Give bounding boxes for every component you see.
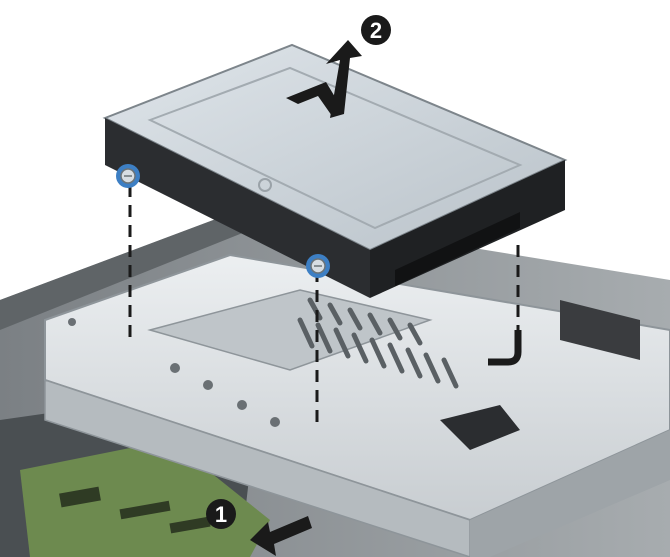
drive-connector: [395, 212, 520, 286]
lift-arrow-icon: [286, 40, 362, 118]
step-1-number: 1: [215, 502, 227, 527]
alignment-guides: [128, 185, 520, 430]
system-board: [20, 440, 270, 557]
connector-hook: [488, 330, 522, 366]
mounting-screw-left: [116, 164, 140, 188]
mounting-holes: [68, 318, 280, 427]
slide-arrow-icon: [250, 516, 312, 556]
mounting-screw-right: [306, 254, 330, 278]
step-2-badge: 2: [361, 15, 391, 45]
cage-vent-slots: [297, 297, 459, 389]
drive-cage: [44, 253, 670, 557]
hard-drive: [102, 43, 568, 298]
cage-connector: [560, 300, 640, 360]
step-2-number: 2: [370, 18, 382, 43]
step-1-badge: 1: [206, 499, 236, 529]
release-tab: [440, 405, 520, 450]
